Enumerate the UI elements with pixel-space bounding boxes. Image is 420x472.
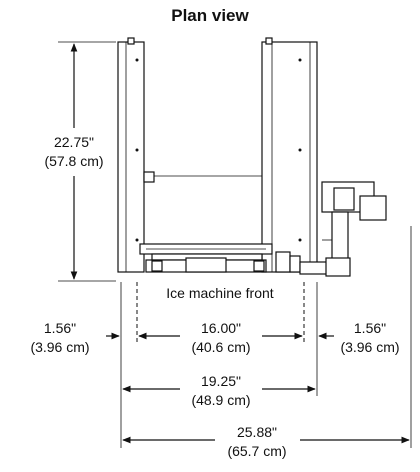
- right-gap-inches: 1.56": [354, 320, 386, 336]
- overall-width-inches: 25.88": [237, 424, 277, 440]
- right-gap-cm: (3.96 cm): [340, 339, 399, 355]
- inner-width-inches: 16.00": [201, 320, 241, 336]
- ice-machine-outline: [117, 37, 387, 277]
- inner-width-cm: (40.6 cm): [191, 339, 250, 355]
- left-gap-inches: 1.56": [44, 320, 76, 336]
- cabinet-width-inches: 19.25": [201, 373, 241, 389]
- ice-machine-front-label: Ice machine front: [166, 285, 273, 301]
- left-side-panel: [117, 41, 145, 273]
- depth-cm: (57.8 cm): [44, 153, 103, 169]
- left-gap-cm: (3.96 cm): [30, 339, 89, 355]
- cabinet-width-cm: (48.9 cm): [191, 392, 250, 408]
- depth-inches: 22.75": [54, 134, 94, 150]
- overall-width-cm: (65.7 cm): [227, 443, 286, 459]
- right-side-panel: [261, 41, 318, 273]
- diagram-title: Plan view: [171, 6, 249, 25]
